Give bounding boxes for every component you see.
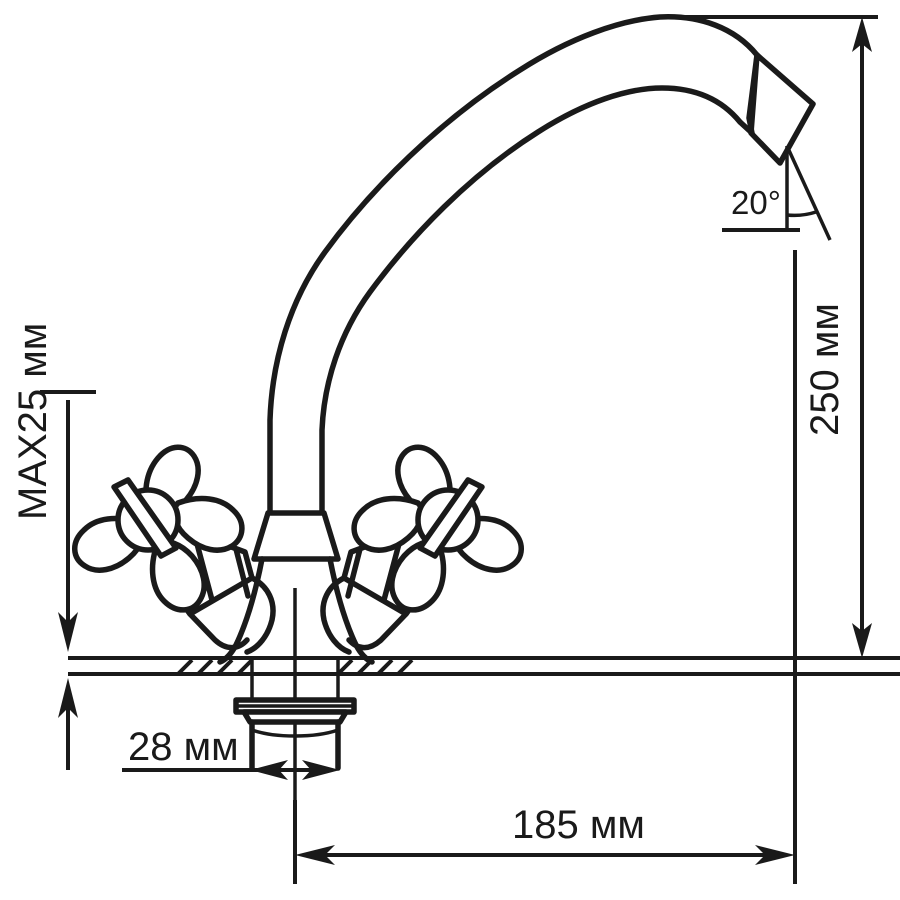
spout-reach-label: 185 мм — [512, 803, 645, 847]
arrowhead-down — [852, 623, 872, 658]
deck-thickness-label: MAX25 мм — [11, 323, 55, 520]
arrowhead-right-reach — [755, 845, 795, 865]
spout-height-dimension: 250 мм — [672, 15, 878, 660]
arrowhead-down-deck — [58, 612, 78, 652]
right-cross-handle — [320, 444, 524, 655]
arrowhead-left-reach — [295, 845, 335, 865]
shank-diameter-dimension: 28 мм — [122, 725, 340, 780]
deck-hatching-right — [336, 658, 414, 676]
arrowhead-right-shank — [302, 760, 340, 780]
spout-height-label: 250 мм — [803, 303, 847, 436]
left-cross-handle — [72, 444, 276, 655]
deck-thickness-dimension: MAX25 мм — [11, 323, 96, 770]
mounting-shank — [233, 658, 357, 771]
arrowhead-left-shank — [250, 760, 288, 780]
gooseneck-spout — [267, 14, 760, 518]
deck-hatching-left — [176, 658, 254, 676]
aerator-outlet — [737, 52, 816, 166]
aerator-angle-label: 20° — [731, 184, 781, 221]
arrowhead-up-deck — [58, 678, 78, 718]
spout-reach-dimension: 185 мм — [293, 250, 797, 884]
arrowhead-up — [852, 17, 872, 52]
aerator-angle-annotation: 20° — [722, 145, 832, 241]
shank-diameter-label: 28 мм — [128, 725, 239, 769]
counter-deck-section — [68, 656, 900, 676]
